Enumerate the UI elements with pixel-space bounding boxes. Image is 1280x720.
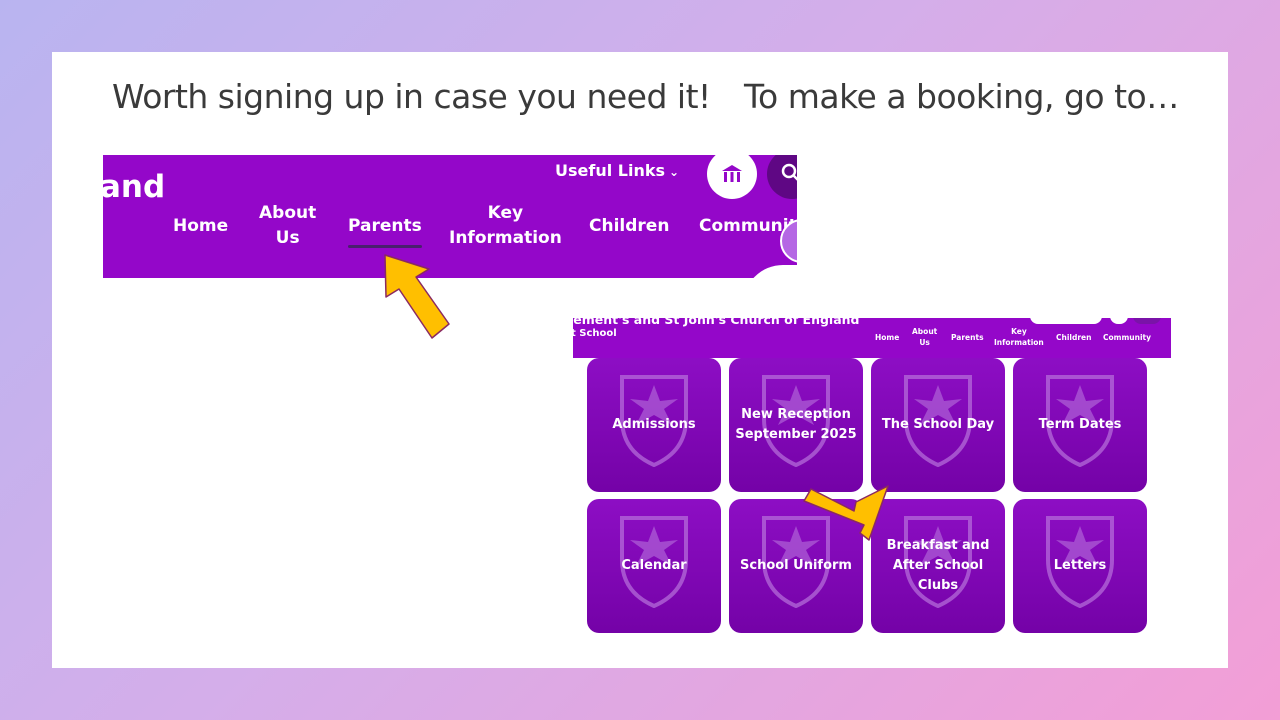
- search-button[interactable]: [767, 155, 797, 199]
- school-crest-icon: [1046, 516, 1114, 608]
- nav-community[interactable]: Community: [699, 216, 797, 236]
- header-pill: [1030, 318, 1102, 324]
- parents-page-header: lement's and St John's Church of England…: [573, 318, 1171, 358]
- tile-label: The School Day: [881, 417, 995, 432]
- school-crest-icon: [904, 516, 972, 608]
- school-crest-icon: [762, 375, 830, 467]
- tile-label: Calendar: [621, 558, 687, 573]
- parents-page-screenshot: lement's and St John's Church of England…: [573, 318, 1173, 638]
- tile-admissions[interactable]: Admissions: [587, 358, 721, 492]
- school-building-button[interactable]: [707, 155, 757, 199]
- tile-school-day[interactable]: The School Day: [871, 358, 1005, 492]
- nav-home[interactable]: Home: [173, 216, 229, 236]
- nav-screenshot: and Useful Links⌄ Home About Us: [103, 155, 797, 278]
- useful-links-label: Useful Links: [555, 161, 666, 180]
- tile-label: Breakfast and After School Clubs: [886, 538, 990, 593]
- tile-term-dates[interactable]: Term Dates: [1013, 358, 1147, 492]
- school-building-icon: [722, 165, 742, 182]
- tile-letters[interactable]: Letters: [1013, 499, 1147, 633]
- school-crest-icon: [620, 516, 688, 608]
- nav-about-us[interactable]: About Us: [259, 203, 317, 248]
- school-name: lement's and St John's Church of England: [573, 318, 860, 327]
- header-search-pill: [1133, 318, 1161, 324]
- mini-nav-community[interactable]: Community: [1103, 333, 1152, 342]
- mini-nav-children[interactable]: Children: [1056, 333, 1092, 342]
- slide: Worth signing up in case you need it! To…: [52, 52, 1228, 668]
- search-icon: [781, 163, 797, 181]
- school-crest-icon: [620, 375, 688, 467]
- arrow-to-breakfast-clubs: [803, 485, 889, 541]
- tile-new-reception[interactable]: New Reception September 2025: [729, 358, 863, 492]
- nav-key-information[interactable]: Key Information: [449, 203, 562, 248]
- mini-nav-parents[interactable]: Parents: [951, 333, 984, 342]
- tile-label: Term Dates: [1038, 417, 1122, 432]
- chevron-down-icon: ⌄: [669, 165, 680, 179]
- school-name-line2: t School: [573, 328, 617, 339]
- decorative-curve: [743, 265, 797, 278]
- header-pill-small: [1110, 318, 1128, 324]
- caption-right: To make a booking, go to…: [744, 77, 1179, 116]
- mini-nav-home[interactable]: Home: [875, 333, 900, 342]
- nav-parents[interactable]: Parents: [348, 214, 422, 248]
- tile-school-uniform[interactable]: School Uniform: [729, 499, 863, 633]
- school-crest-icon: [762, 516, 830, 608]
- logo-text-fragment: and: [103, 169, 166, 205]
- tile-calendar[interactable]: Calendar: [587, 499, 721, 633]
- caption-left: Worth signing up in case you need it!: [112, 77, 711, 116]
- tile-label: School Uniform: [740, 558, 852, 573]
- tile-breakfast-after-school-clubs[interactable]: Breakfast and After School Clubs: [871, 499, 1005, 633]
- tile-label: Letters: [1053, 558, 1107, 573]
- useful-links-menu[interactable]: Useful Links⌄: [555, 161, 679, 180]
- school-crest-icon: [904, 375, 972, 467]
- arrow-to-parents: [384, 254, 450, 339]
- school-crest-icon: [1046, 375, 1114, 467]
- nav-children[interactable]: Children: [589, 216, 670, 236]
- tile-label: Admissions: [612, 417, 696, 432]
- tile-label: New Reception September 2025: [735, 407, 857, 442]
